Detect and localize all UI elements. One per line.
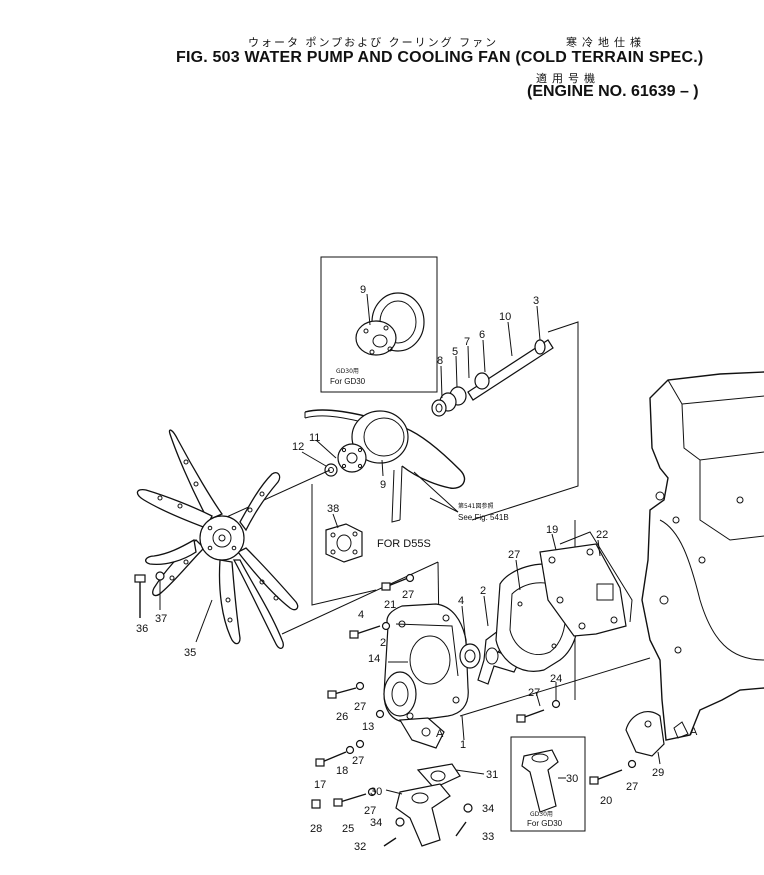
part-label-21: 4 (358, 609, 364, 621)
housing-bolts-left: 26 27 13 (327, 681, 385, 733)
fan-bolts: 36 37 (134, 571, 167, 635)
part-label-14: 14 (368, 653, 380, 665)
engine-block-outline (641, 371, 764, 741)
part-label-28: 28 (310, 823, 322, 835)
inset-gd30-elbow: 30 GD30用 For GD30 (510, 736, 586, 832)
housing-bolts-top: 21 27 4 2 (349, 573, 414, 649)
part-label-36: 36 (136, 623, 148, 635)
inset-bottom-jp-note: GD30用 (530, 811, 553, 818)
part-label-16: 19 (546, 524, 558, 536)
cooling-fan: 35 (136, 429, 299, 659)
thermostat-elbow: 31 30 27 34 34 28 25 33 32 (310, 763, 498, 853)
water-pump-housing: 14 1 A (368, 603, 469, 751)
part-label-30: 30 (370, 786, 382, 798)
view-marker-a: A (436, 728, 444, 740)
part-label-17: 27 (528, 687, 540, 699)
part-label-34-b: 34 (482, 803, 494, 815)
part-label-2: 2 (480, 585, 486, 597)
part-label-27-a: 27 (402, 589, 414, 601)
belt-ref-note: See Fig. 541B (458, 513, 509, 522)
part-label-3: 3 (533, 295, 539, 307)
part-label-18: 24 (550, 673, 562, 685)
part-label-35: 35 (184, 647, 196, 659)
housing-bolts-lower: 17 18 27 (314, 739, 364, 791)
part-label-11: 11 (309, 432, 320, 444)
part-label-27-f: 27 (626, 781, 638, 793)
part-label-34-a: 34 (370, 817, 382, 829)
side-cover-plate: A 29 20 27 (589, 711, 698, 807)
part-label-26: 26 (336, 711, 348, 723)
part-label-22: 21 (384, 599, 396, 611)
part-label-9-inset: 9 (360, 284, 366, 296)
part-label-4: 4 (458, 595, 464, 607)
japanese-title: ウォータ ポンプおよび クーリング ファン (248, 36, 499, 49)
inset-top-note: For GD30 (330, 377, 366, 386)
v-belt-and-pulley: 9 12 11 第541図参照 See Fig. 541B (292, 409, 509, 523)
view-marker-a-right: A (690, 726, 698, 738)
part-label-31: 31 (486, 769, 498, 781)
part-label-27-d: 27 (352, 755, 364, 767)
part-label-9-belt: 9 (380, 479, 386, 491)
inset-bottom-note: For GD30 (527, 819, 563, 828)
part-label-30-inset: 30 (566, 773, 578, 785)
part-label-29: 29 (652, 767, 664, 779)
part-label-19: 27 (508, 549, 520, 561)
part-label-23: 18 (336, 765, 348, 777)
japanese-spec-label: 寒冷地仕様 (566, 36, 646, 49)
part-label-27-b: 2 (380, 637, 386, 649)
part-label-32: 32 (354, 841, 366, 853)
plate-bolts: 27 24 (516, 673, 562, 723)
part-label-1: 1 (460, 739, 466, 751)
inset-d55s-note: FOR D55S (377, 538, 431, 550)
part-label-8: 8 (437, 355, 443, 367)
figure-title: FIG. 503 WATER PUMP AND COOLING FAN (COL… (176, 49, 704, 66)
part-label-37: 37 (155, 613, 167, 625)
part-label-7: 7 (464, 336, 470, 348)
inset-gd30-pulley: 9 GD30用 For GD30 (320, 256, 438, 393)
engine-number: (ENGINE NO. 61639 – ) (527, 83, 699, 100)
part-label-10: 10 (499, 311, 511, 323)
pump-shaft-assembly: 3 10 6 7 5 8 (431, 295, 554, 417)
part-label-20: 20 (600, 795, 612, 807)
inset-top-jp-note: GD30用 (336, 368, 359, 375)
part-label-13: 13 (362, 721, 374, 733)
gasket-and-plates: 27 19 22 (495, 524, 633, 672)
part-label-24: 17 (314, 779, 326, 791)
part-label-27-e: 27 (364, 805, 376, 817)
part-label-33: 33 (482, 831, 494, 843)
part-label-38: 38 (327, 503, 339, 515)
part-label-25: 25 (342, 823, 354, 835)
inset-d55s-coupling: 38 FOR D55S (311, 484, 431, 606)
japanese-applicable-label: 適用号機 (536, 72, 600, 85)
part-label-5: 5 (452, 346, 458, 358)
part-label-27-c: 27 (354, 701, 366, 713)
part-label-12: 12 (292, 441, 304, 453)
part-label-6: 6 (479, 329, 485, 341)
belt-ref-jp-note: 第541図参照 (458, 502, 493, 510)
part-label-15: 22 (596, 529, 608, 541)
